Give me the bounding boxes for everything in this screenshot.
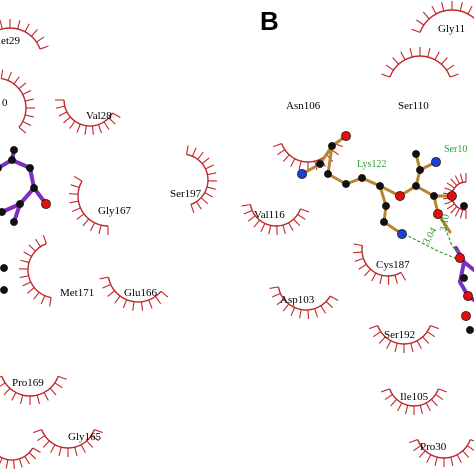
- hydrophobic-arc-asp103: [269, 286, 339, 319]
- carbon-atom: [430, 192, 438, 200]
- residue-label-partial: 0: [2, 97, 8, 109]
- residue-label-cys187: Cys187: [376, 259, 410, 271]
- residue-label-pro30: Pro30: [420, 441, 447, 453]
- carbon-atom: [316, 160, 324, 168]
- carbon-atom: [10, 146, 18, 154]
- bonded-residue-label-ser10: Ser10: [444, 144, 467, 155]
- hydrophobic-arc-partial-0: [0, 69, 35, 134]
- residue-label-gly165: Gly165: [68, 431, 102, 443]
- residue-label-ser110: Ser110: [398, 100, 429, 112]
- oxygen-atom: [463, 291, 473, 301]
- carbon-atom: [0, 208, 6, 216]
- residue-label-ile105: Ile105: [400, 391, 429, 403]
- hbond-distance-2: 3.10: [438, 213, 452, 232]
- hydrophobic-arc-ile105: [380, 388, 448, 415]
- carbon-atom: [460, 202, 468, 210]
- bonded-residue-label-lys122: Lys122: [357, 159, 386, 170]
- carbon-atom: [16, 200, 24, 208]
- residue-bond: [326, 144, 334, 176]
- carbon-atom: [382, 202, 390, 210]
- hydrophobic-arc-gly165: [33, 429, 103, 457]
- residue-label-val116: Val116: [254, 209, 285, 221]
- oxygen-atom: [41, 199, 51, 209]
- hbond-line-2: [439, 213, 463, 257]
- carbon-atom: [30, 184, 38, 192]
- residue-label-asn106: Asn106: [286, 100, 321, 112]
- carbon-atom: [342, 180, 350, 188]
- residue-label-ser197: Ser197: [170, 188, 202, 200]
- nitrogen-atom: [297, 169, 307, 179]
- residue-label-gly167: Gly167: [98, 205, 132, 217]
- hydrophobic-arc-glu166: [99, 276, 169, 311]
- carbon-atom: [376, 182, 384, 190]
- carbon-atom: [466, 326, 474, 334]
- oxygen-atom: [455, 253, 465, 263]
- residue-label-met29: let29: [0, 35, 20, 47]
- oxygen-atom: [447, 191, 457, 201]
- hydrophobic-arc-met29: [0, 19, 49, 50]
- carbon-atom: [26, 164, 34, 172]
- hydrophobic-arc-gly167: [69, 176, 109, 235]
- carbon-atom: [416, 166, 424, 174]
- carbon-atom: [0, 286, 8, 294]
- hydrophobic-arc-ser197: [185, 145, 217, 214]
- ligand-bond: [462, 260, 474, 272]
- carbon-atom: [10, 218, 18, 226]
- hydrophobic-arc-val28: [55, 99, 121, 135]
- hydrophobic-arc-ser192: [369, 325, 439, 353]
- oxygen-atom: [433, 209, 443, 219]
- residue-label-val28: Val28: [86, 110, 112, 122]
- carbon-atom: [412, 150, 420, 158]
- panel-b-letter: B: [260, 6, 279, 36]
- residue-label-glu166: Glu166: [124, 287, 158, 299]
- carbon-atom: [8, 156, 16, 164]
- carbon-atom: [0, 164, 2, 172]
- molecule-atoms: [0, 131, 474, 334]
- carbon-atom: [358, 174, 366, 182]
- carbon-atom: [412, 182, 420, 190]
- hydrophobic-arc-val116: [241, 203, 310, 235]
- hydrophobic-arc-ser110: [381, 47, 459, 78]
- hydrophobic-arc-left-bottom: [0, 447, 41, 469]
- residue-label-met171: Met171: [60, 287, 94, 299]
- residue-label-ser192: Ser192: [384, 329, 415, 341]
- carbon-atom: [0, 264, 8, 272]
- oxygen-atom: [395, 191, 405, 201]
- hbond-line-1: [403, 233, 461, 261]
- oxygen-atom: [341, 131, 351, 141]
- residue-label-gly11: Gly11: [438, 23, 465, 35]
- residue-label-asp103: Asp103: [280, 294, 315, 306]
- hydrophobic-arc-cys187: [353, 243, 406, 286]
- nitrogen-atom: [397, 229, 407, 239]
- hbond-distance-1: 3.04: [421, 226, 439, 247]
- hydrophobic-arc-pro30: [409, 439, 474, 467]
- carbon-atom: [460, 274, 468, 282]
- oxygen-atom: [461, 311, 471, 321]
- residue-label-pro169: Pro169: [12, 377, 44, 389]
- nitrogen-atom: [431, 157, 441, 167]
- hydrophobic-arc-met171: [19, 235, 52, 307]
- carbon-atom: [380, 218, 388, 226]
- carbon-atom: [328, 142, 336, 150]
- hydrophobic-arc-pro169: [0, 375, 67, 405]
- hydrophobic-arc-gly11: [411, 1, 474, 33]
- carbon-atom: [324, 170, 332, 178]
